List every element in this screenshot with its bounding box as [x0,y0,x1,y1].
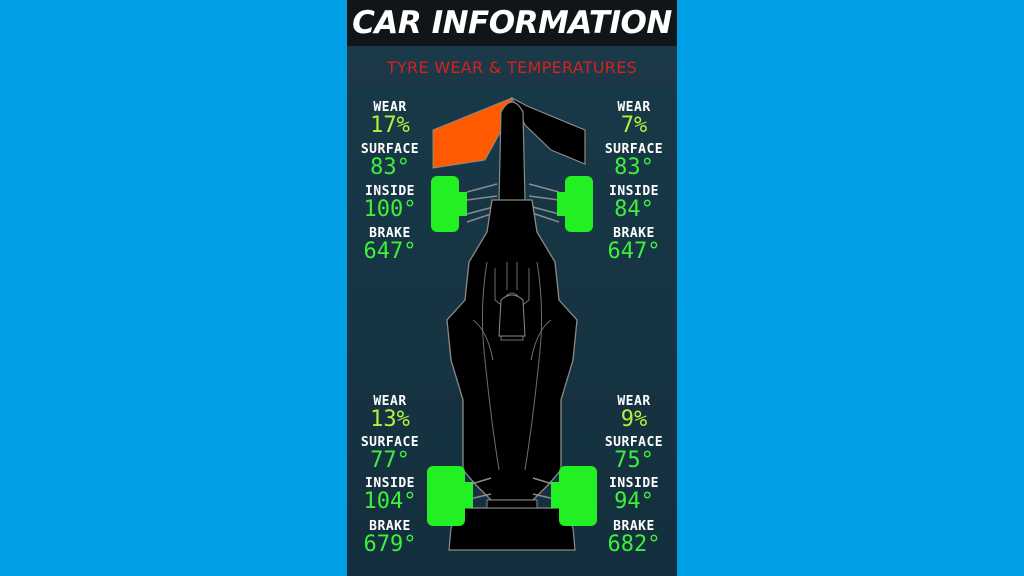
front-right-wear: WEAR 7% [589,101,677,142]
brake-value: 647° [607,239,661,264]
front-left-brake: BRAKE 647° [347,227,435,268]
front-right-inside: INSIDE 84° [589,185,677,226]
wear-label: WEAR [617,100,651,115]
wear-label: WEAR [617,394,651,409]
car-information-panel: CAR INFORMATION TYRE WEAR & TEMPERATURES [347,0,677,576]
wear-label: WEAR [373,100,407,115]
inside-label: INSIDE [609,476,659,491]
front-left-inside: INSIDE 100° [347,185,435,226]
subtitle-bar: TYRE WEAR & TEMPERATURES [347,46,677,88]
title-bar: CAR INFORMATION [347,0,677,46]
surface-value: 75° [614,448,654,473]
car-diagram [427,96,597,551]
inside-label: INSIDE [365,184,415,199]
tyre-front-left [431,176,459,232]
front-right-brake: BRAKE 647° [589,227,677,268]
inside-value: 104° [363,489,417,514]
tyre-rear-left [427,466,465,526]
car-body [446,199,578,501]
front-left-surface: SURFACE 83° [347,143,435,184]
rear-right-inside: INSIDE 94° [589,477,677,518]
body-details [472,261,552,471]
inside-value: 100° [363,197,417,222]
rear-wing [448,507,576,551]
surface-label: SURFACE [360,142,420,157]
section-subtitle: TYRE WEAR & TEMPERATURES [386,57,638,77]
rear-left-inside: INSIDE 104° [347,477,435,518]
brake-value: 679° [363,532,417,557]
rear-wing-mount [486,499,538,509]
front-wing-right [510,96,586,165]
rear-right-wear: WEAR 9% [589,395,677,436]
surface-value: 83° [370,155,410,180]
inside-label: INSIDE [365,476,415,491]
rear-right-brake: BRAKE 682° [589,520,677,561]
surface-value: 83° [614,155,654,180]
tyre-front-right [565,176,593,232]
rear-right-surface: SURFACE 75° [589,436,677,477]
brake-value: 682° [607,532,661,557]
brake-front-right [557,192,565,216]
wear-value: 9% [620,407,648,432]
surface-label: SURFACE [604,435,664,450]
inside-value: 94° [614,489,654,514]
surface-label: SURFACE [360,435,420,450]
brake-rear-left [465,482,473,508]
front-left-wear: WEAR 17% [347,101,435,142]
brake-value: 647° [363,239,417,264]
surface-label: SURFACE [604,142,664,157]
brake-label: BRAKE [613,519,655,534]
rear-left-surface: SURFACE 77° [347,436,435,477]
rear-left-wear: WEAR 13% [347,395,435,436]
front-suspension [466,183,560,223]
brake-front-left [459,192,467,216]
inside-label: INSIDE [609,184,659,199]
inside-value: 84° [614,197,654,222]
cockpit [498,294,526,337]
wear-value: 7% [620,113,648,138]
page-title: CAR INFORMATION [352,5,672,41]
brake-rear-right [551,482,559,508]
tyre-rear-right [559,466,597,526]
brake-label: BRAKE [369,519,411,534]
wear-value: 13% [370,407,410,432]
brake-label: BRAKE [613,226,655,241]
brake-label: BRAKE [369,226,411,241]
rear-left-brake: BRAKE 679° [347,520,435,561]
surface-value: 77° [370,448,410,473]
wear-value: 17% [370,113,410,138]
front-right-surface: SURFACE 83° [589,143,677,184]
wear-label: WEAR [373,394,407,409]
